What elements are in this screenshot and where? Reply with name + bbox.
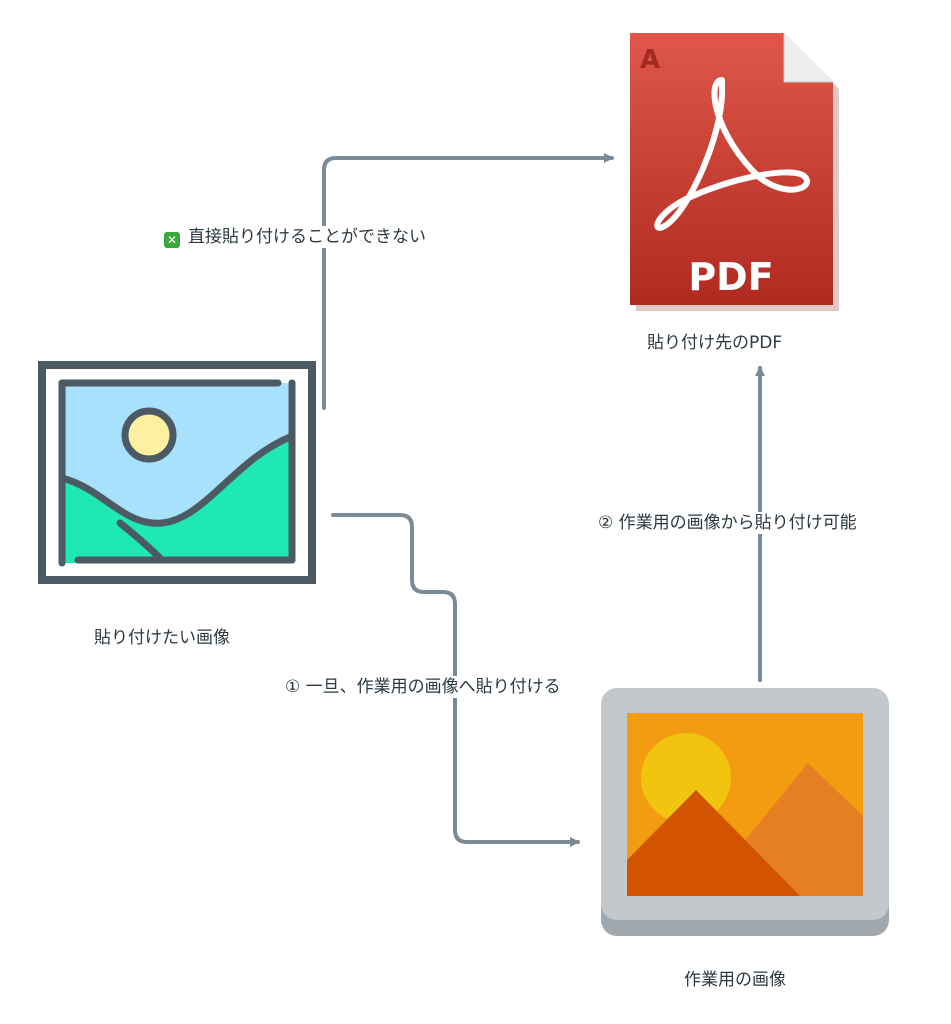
cross-mark-icon: ✕ <box>164 232 180 248</box>
work-image-label: 作業用の画像 <box>682 969 788 991</box>
pdf-node-label: 貼り付け先のPDF <box>645 332 785 354</box>
step1-arrow <box>331 513 580 847</box>
direct-edge-label-text: 直接貼り付けることができない <box>188 227 426 247</box>
step2-edge-label: ② 作業用の画像から貼り付け可能 <box>596 512 859 534</box>
svg-text:A: A <box>640 45 660 75</box>
direct-arrow <box>322 153 614 410</box>
adobe-pdf-file-icon: A PDF <box>630 33 839 311</box>
direct-edge-label: ✕ 直接貼り付けることができない <box>162 226 428 248</box>
step1-edge-label: ① 一旦、作業用の画像へ貼り付ける <box>283 676 563 698</box>
source-image-label: 貼り付けたい画像 <box>92 627 232 649</box>
picture-outline-icon <box>38 361 316 584</box>
picture-landscape-icon <box>601 688 889 936</box>
pdf-badge-text: PDF <box>688 255 773 299</box>
